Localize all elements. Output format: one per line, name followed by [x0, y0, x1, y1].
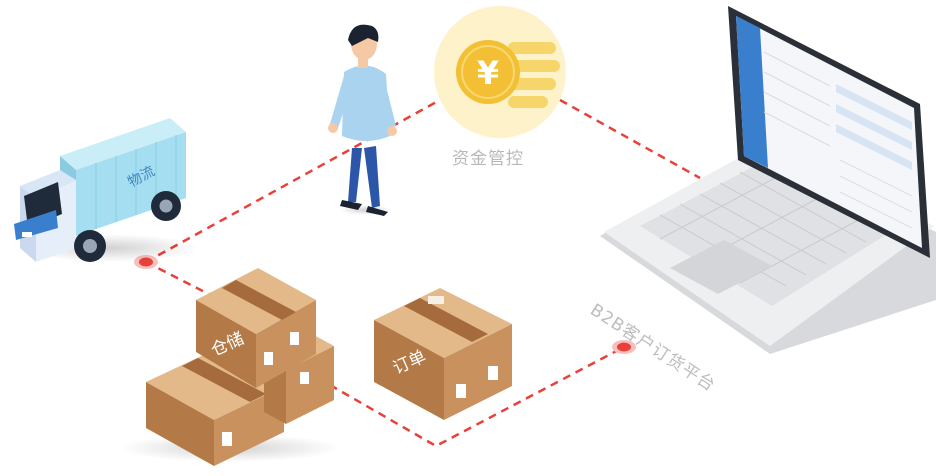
- connector-truck-to-finance: [145, 98, 441, 264]
- connector-lines: [145, 98, 701, 448]
- truck-wheel-front: [74, 230, 106, 262]
- box-icon-order: [374, 288, 512, 420]
- truck-icon: [14, 118, 198, 262]
- label-finance-control: 资金管控: [452, 149, 524, 169]
- laptop-icon: [600, 6, 936, 354]
- truck-wheel-rear: [151, 191, 181, 221]
- coin-symbol: ¥: [477, 54, 499, 92]
- box-icon-storage: [196, 268, 316, 388]
- connector-node-right-core: [617, 342, 631, 352]
- yen-coin-icon: [434, 6, 566, 138]
- connector-truck-to-boxes: [145, 260, 231, 307]
- connector-finance-to-laptop: [559, 98, 701, 180]
- person-icon: [328, 24, 397, 216]
